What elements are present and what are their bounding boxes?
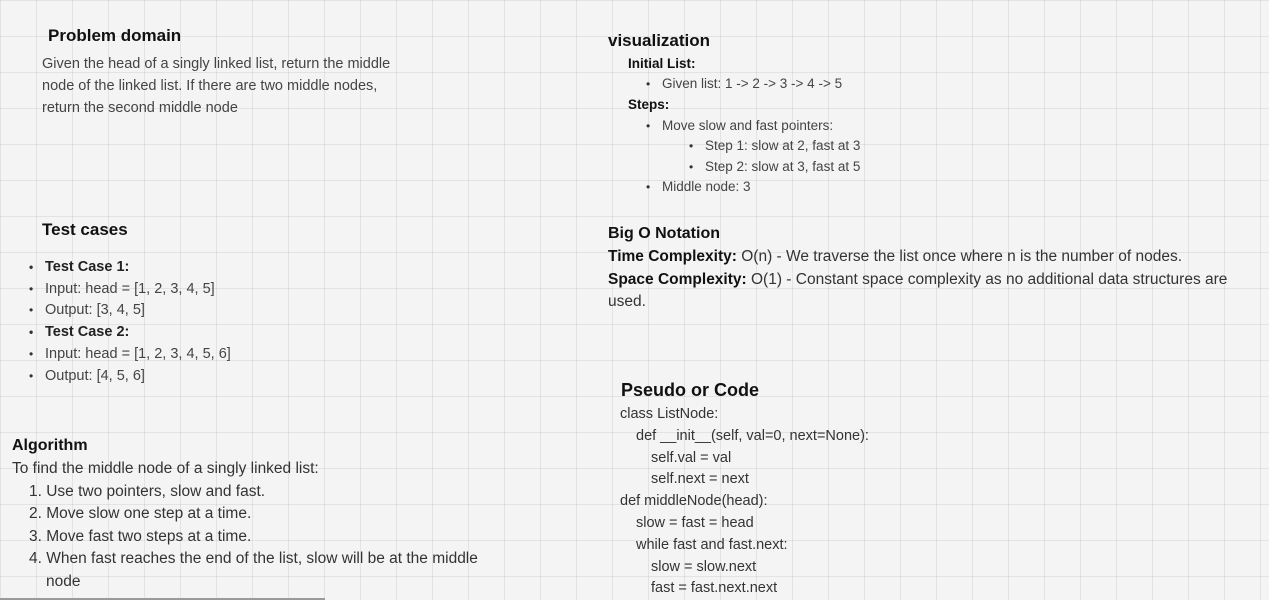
bottom-divider <box>0 598 325 600</box>
initial-list-label: Initial List: <box>628 56 696 71</box>
code-line: class ListNode: <box>620 406 719 422</box>
code-line: fast = fast.next.next <box>651 580 778 597</box>
code-line: self.next = next <box>651 471 749 488</box>
algorithm-step: 1. Use two pointers, slow and fast. <box>29 483 266 500</box>
steps-list: Move slow and fast pointers: <box>646 116 833 137</box>
code-line: def __init__(self, val=0, next=None): <box>636 427 869 444</box>
list-item: Move slow and fast pointers: <box>646 116 833 137</box>
list-item: Input: head = [1, 2, 3, 4, 5, 6] <box>29 344 231 366</box>
big-o-heading: Big O Notation <box>608 225 720 242</box>
list-item: Middle node: 3 <box>646 177 751 198</box>
algorithm-step: 4. When fast reaches the end of the list… <box>29 550 478 568</box>
test-cases-heading: Test cases <box>42 220 128 239</box>
list-item: Input: head = [1, 2, 3, 4, 5] <box>29 279 231 301</box>
time-complexity: Time Complexity: O(n) - We traverse the … <box>608 246 1263 269</box>
list-item: Step 1: slow at 2, fast at 3 <box>689 136 860 157</box>
code-line: self.val = val <box>651 449 732 466</box>
algorithm-step: 2. Move slow one step at a time. <box>29 505 252 523</box>
steps-label: Steps: <box>628 97 670 112</box>
space-complexity-text: O(1) - Constant space complexity as no a… <box>746 270 1228 288</box>
list-item: Output: [3, 4, 5] <box>29 300 231 322</box>
code-line: slow = slow.next <box>651 558 757 575</box>
algorithm-steps: 1. Use two pointers, slow and fast. 2. M… <box>29 481 478 593</box>
problem-domain-heading: Problem domain <box>48 26 182 45</box>
test-cases-list: Test Case 1: Input: head = [1, 2, 3, 4, … <box>29 257 231 387</box>
time-complexity-label: Time Complexity: <box>608 248 737 265</box>
substeps-list: Step 1: slow at 2, fast at 3 Step 2: slo… <box>689 136 860 177</box>
time-complexity-text: O(n) - We traverse the list once where n… <box>736 248 1183 265</box>
pseudo-code: class ListNode: def __init__(self, val=0… <box>620 404 869 600</box>
pseudo-heading: Pseudo or Code <box>621 380 760 400</box>
problem-line: node of the linked list. If there are tw… <box>42 78 378 94</box>
initial-list: Given list: 1 -> 2 -> 3 -> 4 -> 5 <box>646 74 842 95</box>
big-o-body: Time Complexity: O(n) - We traverse the … <box>608 246 1263 314</box>
list-item: Given list: 1 -> 2 -> 3 -> 4 -> 5 <box>646 74 842 95</box>
list-item: Test Case 2: <box>29 322 231 344</box>
space-complexity: Space Complexity: O(1) - Constant space … <box>608 269 1263 292</box>
list-item: Step 2: slow at 3, fast at 5 <box>689 157 860 178</box>
problem-line: return the second middle node <box>42 100 238 116</box>
algorithm-intro: To find the middle node of a singly link… <box>12 460 319 477</box>
algorithm-step: node <box>46 572 81 590</box>
visualization-heading: visualization <box>608 31 711 50</box>
code-line: slow = fast = head <box>636 514 754 531</box>
problem-description: Given the head of a singly linked list, … <box>42 53 390 119</box>
middle-list: Middle node: 3 <box>646 177 751 198</box>
space-complexity-continued: used. <box>608 293 646 310</box>
code-line: while fast and fast.next: <box>636 536 788 553</box>
problem-line: Given the head of a singly linked list, … <box>42 56 391 72</box>
algorithm-heading: Algorithm <box>12 437 88 454</box>
code-line: def middleNode(head): <box>620 493 768 510</box>
algorithm-step: 3. Move fast two steps at a time. <box>29 527 252 545</box>
list-item: Output: [4, 5, 6] <box>29 366 231 388</box>
space-complexity-label: Space Complexity: <box>608 270 747 288</box>
list-item: Test Case 1: <box>29 257 231 279</box>
